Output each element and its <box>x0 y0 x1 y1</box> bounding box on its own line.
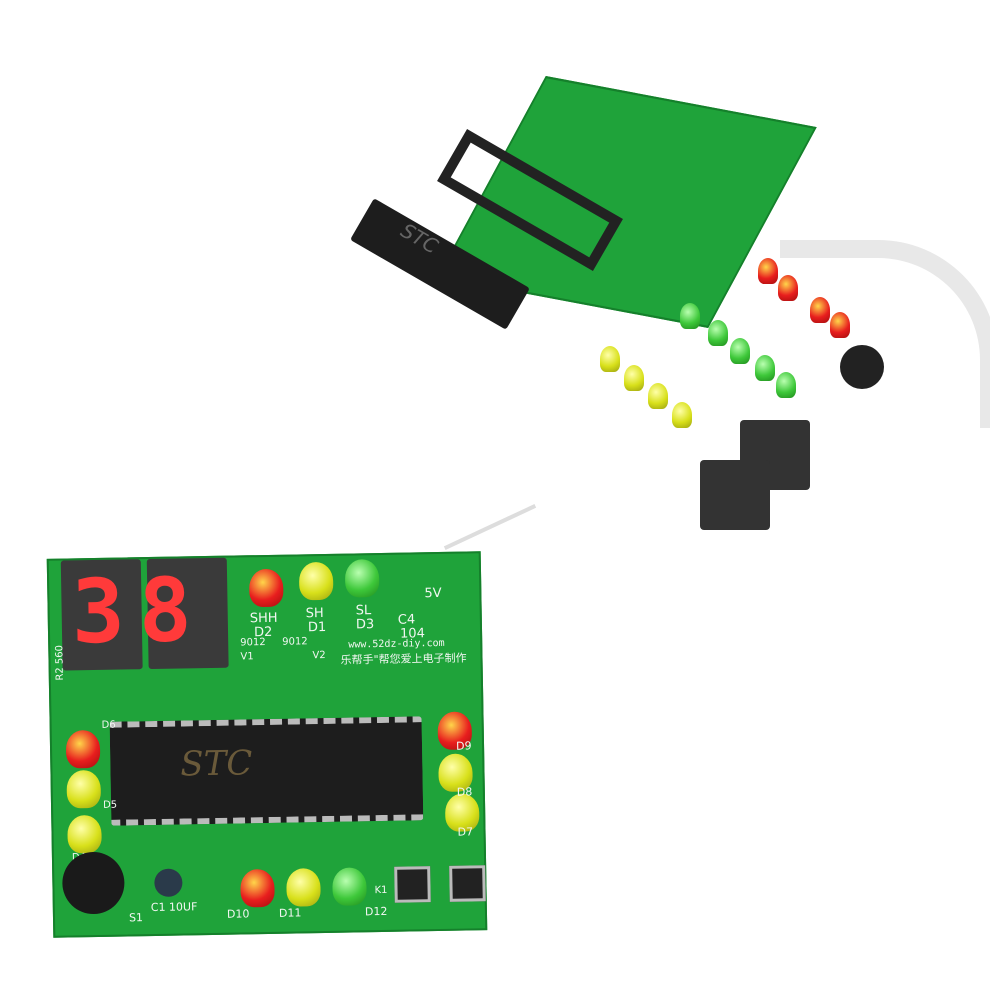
label-d5: D5 <box>102 799 118 811</box>
display-digits: 38 <box>70 558 207 664</box>
label-slogan: 乐帮手"帮您爱上电子制作 <box>340 651 467 667</box>
led-d4 <box>67 814 102 854</box>
label-c1: C1 10UF <box>150 900 198 915</box>
chip-logo: STC <box>396 218 443 259</box>
stc-microcontroller: STC <box>109 716 424 826</box>
led-d6 <box>65 729 101 769</box>
label-url: www.52dz-diy.com <box>348 637 445 651</box>
led-d3 <box>344 559 380 598</box>
loose-led-yellow <box>600 346 620 372</box>
power-wire <box>443 504 537 550</box>
label-d11: D11 <box>278 906 302 920</box>
assembled-pcb: 38 SHH D2 SH D1 SL D3 C4 104 5V www.52dz… <box>46 551 488 938</box>
loose-led-green <box>708 320 728 346</box>
loose-led-green <box>680 303 700 329</box>
label-9012-v1: 9012 <box>240 637 266 649</box>
led-d11 <box>286 868 321 907</box>
loose-led-yellow <box>648 383 668 409</box>
push-button-k1 <box>394 866 431 903</box>
label-d8: D8 <box>456 785 473 799</box>
label-d7: D7 <box>457 825 474 839</box>
label-s1: S1 <box>128 911 144 925</box>
push-button <box>449 865 486 902</box>
label-k1: K1 <box>374 884 388 897</box>
label-5v: 5V <box>424 585 442 602</box>
label-d3: D3 <box>355 617 375 633</box>
led-d1 <box>298 561 334 601</box>
loose-led-red <box>758 258 778 284</box>
label-sl: SL <box>355 603 372 619</box>
label-d1: D1 <box>307 619 327 636</box>
loose-led-green <box>755 355 775 381</box>
led-d10 <box>240 868 275 908</box>
label-v2: V2 <box>312 649 326 662</box>
label-r2: R2 560 <box>54 644 66 681</box>
label-d6: D6 <box>101 719 116 731</box>
label-d10: D10 <box>226 907 250 921</box>
buzzer <box>61 851 125 915</box>
label-c4: C4 <box>397 612 416 628</box>
led-d12 <box>332 867 367 906</box>
resistor-tape <box>780 240 990 428</box>
label-shh: SHH <box>249 610 278 627</box>
label-v1: V1 <box>240 651 254 663</box>
loose-7seg-display <box>700 460 770 530</box>
led-d5 <box>66 769 102 809</box>
chip-logo: STC <box>179 743 253 785</box>
led-d2 <box>248 568 284 608</box>
loose-led-yellow <box>624 365 644 391</box>
capacitor-c1 <box>154 868 183 897</box>
loose-led-green <box>730 338 750 364</box>
loose-led-yellow <box>672 402 692 428</box>
label-d9: D9 <box>455 739 472 753</box>
label-9012-v2: 9012 <box>282 636 308 648</box>
label-sh: SH <box>305 605 324 622</box>
label-d12: D12 <box>364 904 388 919</box>
